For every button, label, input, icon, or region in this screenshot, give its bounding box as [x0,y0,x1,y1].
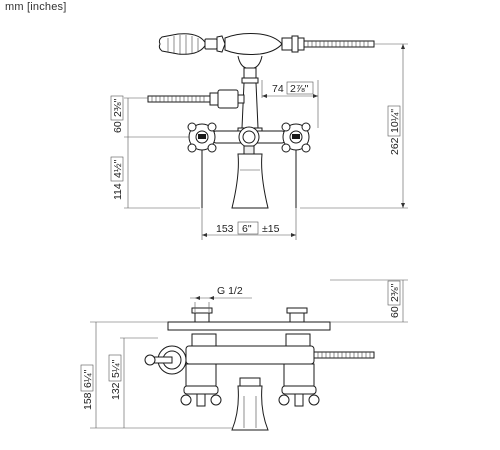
side-spout [231,377,269,431]
dim-side-mid-inch: 5¼" [110,359,122,378]
dim-side-right-height-inch: 2⅜" [389,283,401,302]
dim-top-width-inch: 2⅞" [290,83,309,95]
dim-left-height-mm: 60 [112,121,124,133]
dim-total-height-mm: 262 [389,137,401,155]
side-shower [147,89,245,109]
dim-centers-inch: 6" [242,223,252,235]
mixer-body [212,126,286,155]
side-dimensions: G 1/2 60 2⅜" 158 6¼" 132 [80,279,408,429]
right-cross-handle [281,122,311,153]
shower-ring [144,345,187,375]
thread-size-label: G 1/2 [217,285,243,297]
dim-centers-mm: 153 [216,223,234,235]
left-supply-tail [191,307,213,323]
dim-side-total-mm: 158 [82,392,94,410]
side-hose [313,351,375,359]
dim-centers-tolerance: ±15 [262,223,280,235]
dim-left-height-inch: 2⅜" [112,98,124,117]
units-label: mm [inches] [5,1,67,13]
side-view [144,307,375,431]
front-view [147,33,375,209]
riser-column [237,82,263,135]
side-right-handle [278,385,320,407]
right-supply-tail [286,307,308,323]
hand-shower-head [158,33,226,55]
dim-body-height-inch: 4½" [112,159,124,178]
spout-base [231,153,269,209]
dim-side-mid-mm: 132 [110,382,122,400]
hand-shower-handle [224,33,305,55]
side-body [185,333,315,387]
dim-top-width-mm: 74 [272,83,284,95]
shower-cradle [237,55,263,84]
deck-plate [167,321,331,331]
front-dimensions: 74 2⅞" 60 2⅜" 262 10¼" [110,43,408,240]
dim-body-height-mm: 114 [112,183,124,200]
dim-side-total-inch: 6¼" [82,369,94,388]
left-cross-handle [187,122,217,153]
dim-side-right-height-mm: 60 [389,306,401,318]
dim-total-height-inch: 10¼" [389,109,401,133]
top-hose [303,40,375,48]
side-left-handle [180,385,222,407]
